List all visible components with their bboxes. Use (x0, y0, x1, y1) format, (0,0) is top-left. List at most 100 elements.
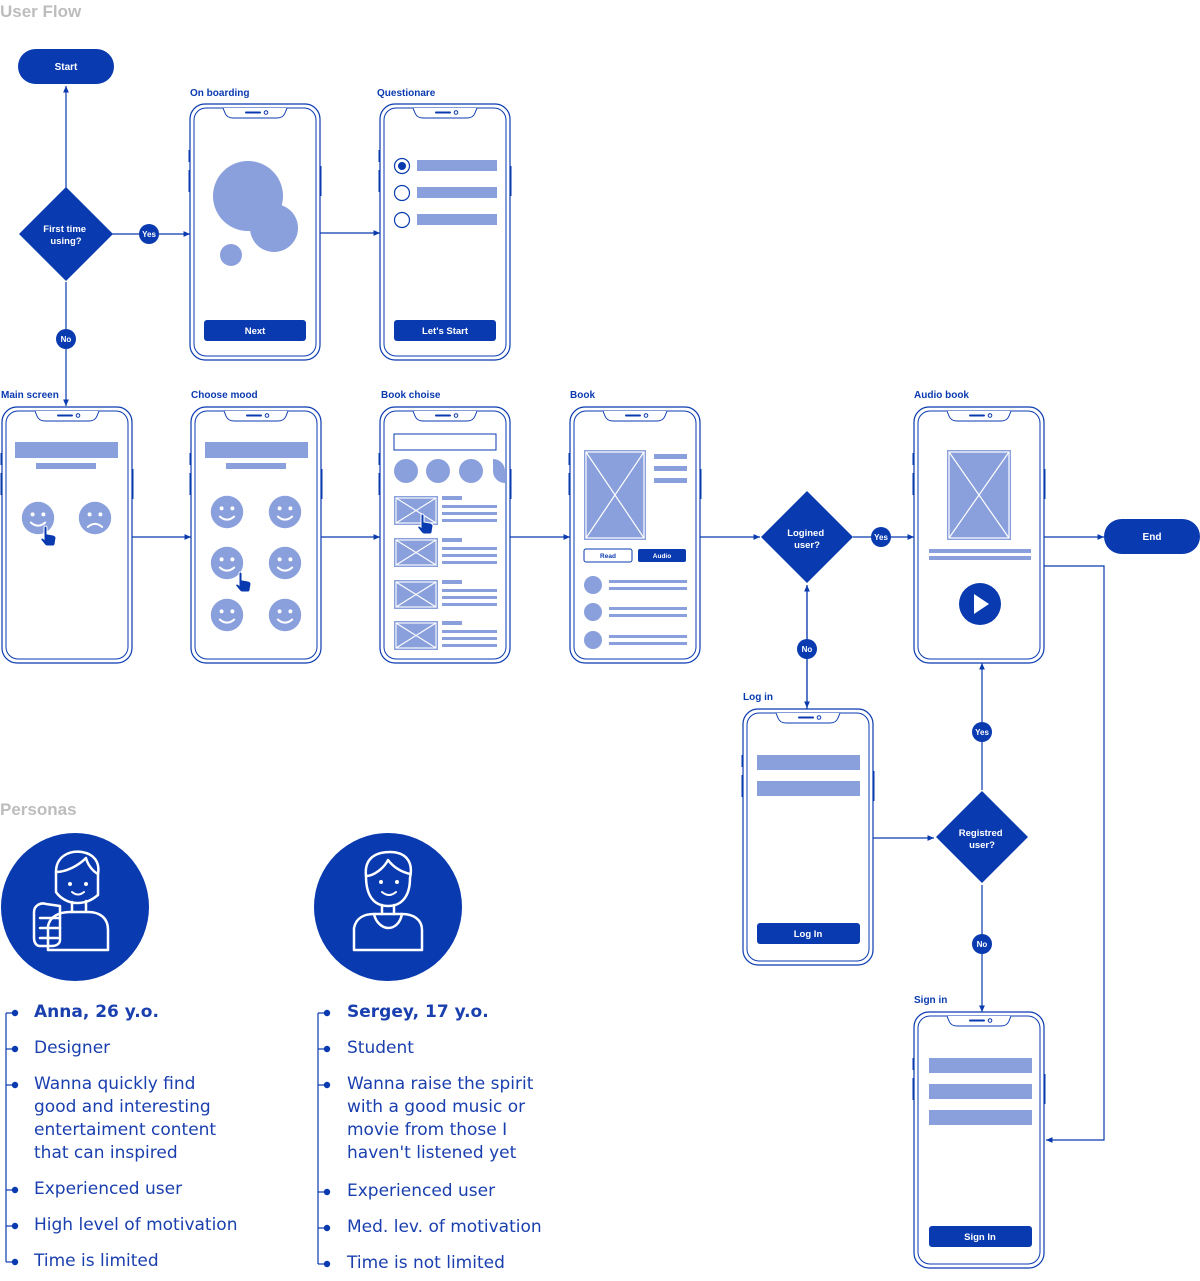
signin-field[interactable] (929, 1084, 1032, 1099)
audio-book-content (929, 450, 1031, 625)
book-detail-content: Read Audio (583, 450, 687, 649)
screen-title-main: Main screen (1, 390, 59, 401)
signin-field[interactable] (929, 1110, 1032, 1125)
bullet-dot (11, 1081, 19, 1089)
play-icon[interactable] (959, 583, 1001, 625)
phone-frame-mood (189, 406, 323, 664)
decision-logined: Logined user? (761, 491, 853, 583)
bullet-dot (323, 1045, 331, 1053)
badge-yes-first-time: Yes (139, 224, 159, 244)
persona-item: Med. lev. of motivation (347, 1217, 542, 1237)
mood-face-icon[interactable] (267, 597, 303, 633)
screen-title-book-choise: Book choise (381, 390, 441, 401)
book-search-input[interactable] (393, 433, 497, 451)
screen-title-book: Book (570, 390, 595, 401)
smile-face-icon[interactable] (20, 500, 56, 536)
bullet-dot (323, 1009, 331, 1017)
persona-item: Student (347, 1038, 414, 1058)
phone-frame-login (741, 708, 875, 966)
questionare-options (393, 157, 498, 229)
screen-title-audio: Audio book (914, 390, 969, 401)
personas-section-title: Personas (0, 800, 77, 819)
decision-logined-line-2: user? (794, 540, 820, 551)
category-chip[interactable] (394, 459, 418, 483)
persona-bullets (5, 1009, 19, 1266)
sad-face-icon[interactable] (77, 500, 113, 536)
badge-yes-logined-label: Yes (874, 533, 888, 542)
persona-item: Designer (34, 1038, 111, 1058)
bullet-dot (323, 1224, 331, 1232)
badge-yes-first-time-label: Yes (142, 230, 156, 239)
svg-text:Logined user?: Logined user? (787, 528, 827, 551)
category-chip[interactable] (426, 459, 450, 483)
bullet-dot (11, 1009, 19, 1017)
screen-title-questionare: Questionare (377, 88, 436, 99)
book-list-item[interactable] (394, 496, 497, 525)
bullet-dot (11, 1258, 19, 1266)
badge-no-first-time: No (56, 329, 76, 349)
decision-first-time-line-1: First time (43, 224, 86, 235)
book-list-item[interactable] (394, 538, 497, 567)
persona-item: Experienced user (347, 1181, 496, 1201)
bullet-dot (11, 1186, 19, 1194)
questionare-option-2[interactable] (393, 184, 498, 202)
persona-bullets (317, 1009, 331, 1268)
choose-mood-content (205, 442, 308, 633)
book-read-button[interactable]: Read (583, 548, 633, 563)
badge-no-logined-label: No (802, 645, 813, 654)
questionare-start-button[interactable]: Let's Start (394, 320, 496, 341)
persona-item: Time is limited (34, 1251, 159, 1271)
phone-frame-signin (912, 1011, 1046, 1269)
bullet-dot (323, 1188, 331, 1196)
book-cover-image (584, 450, 646, 540)
persona-list-sergey: Sergey, 17 y.o. Student Wanna raise the … (347, 1001, 607, 1281)
book-choise-content (393, 433, 505, 650)
category-chip[interactable] (459, 459, 483, 483)
persona-item: Experienced user (34, 1179, 183, 1199)
svg-text:Registred user?: Registred user? (959, 828, 1005, 851)
badge-yes-registred-label: Yes (975, 728, 989, 737)
questionare-start-label: Let's Start (422, 326, 469, 337)
persona-avatar-sergey (314, 833, 462, 981)
persona-bullet-connectors (5, 1009, 331, 1268)
questionare-option-3[interactable] (393, 211, 498, 229)
book-read-label: Read (600, 553, 616, 560)
book-list-item[interactable] (394, 621, 497, 650)
login-password-field[interactable] (757, 781, 860, 796)
mood-face-icon[interactable] (209, 597, 245, 633)
questionare-option-1[interactable] (393, 157, 498, 175)
onboarding-next-label: Next (245, 326, 266, 337)
book-comment-item (584, 576, 687, 594)
badge-yes-registred: Yes (972, 722, 992, 742)
phone-frame-main (0, 406, 134, 664)
login-button[interactable]: Log In (757, 923, 860, 944)
start-node: Start (18, 49, 114, 84)
book-audio-button[interactable]: Audio (638, 549, 686, 562)
persona-item: Wanna quickly find good and interesting … (34, 1074, 217, 1163)
decision-registred-line-1: Registred (959, 828, 1003, 839)
svg-text:First time using?: First time using? (43, 224, 88, 247)
end-label: End (1143, 532, 1162, 543)
mood-face-icon[interactable] (209, 545, 245, 581)
mood-face-icon[interactable] (267, 494, 303, 530)
signin-field[interactable] (929, 1058, 1032, 1073)
login-username-field[interactable] (757, 755, 860, 770)
persona-name: Sergey, 17 y.o. (347, 1002, 489, 1022)
mood-face-icon[interactable] (267, 545, 303, 581)
decision-logined-line-1: Logined (787, 528, 824, 539)
persona-item: Wanna raise the spirit with a good music… (347, 1074, 534, 1163)
persona-list-anna: Anna, 26 y.o. Designer Wanna quickly fin… (34, 1001, 294, 1281)
signin-button[interactable]: Sign In (929, 1226, 1032, 1247)
onboarding-next-button[interactable]: Next (204, 320, 306, 341)
book-comment-item (584, 603, 687, 621)
onboarding-illustration (213, 161, 298, 266)
book-audio-label: Audio (653, 553, 671, 560)
persona-item: Time is not limited (347, 1253, 505, 1273)
screen-title-onboarding: On boarding (190, 88, 249, 99)
screen-title-login: Log in (743, 692, 773, 703)
book-list-item[interactable] (394, 580, 497, 609)
badge-no-registred-label: No (977, 940, 988, 949)
bullet-dot (323, 1081, 331, 1089)
mood-face-icon[interactable] (209, 494, 245, 530)
